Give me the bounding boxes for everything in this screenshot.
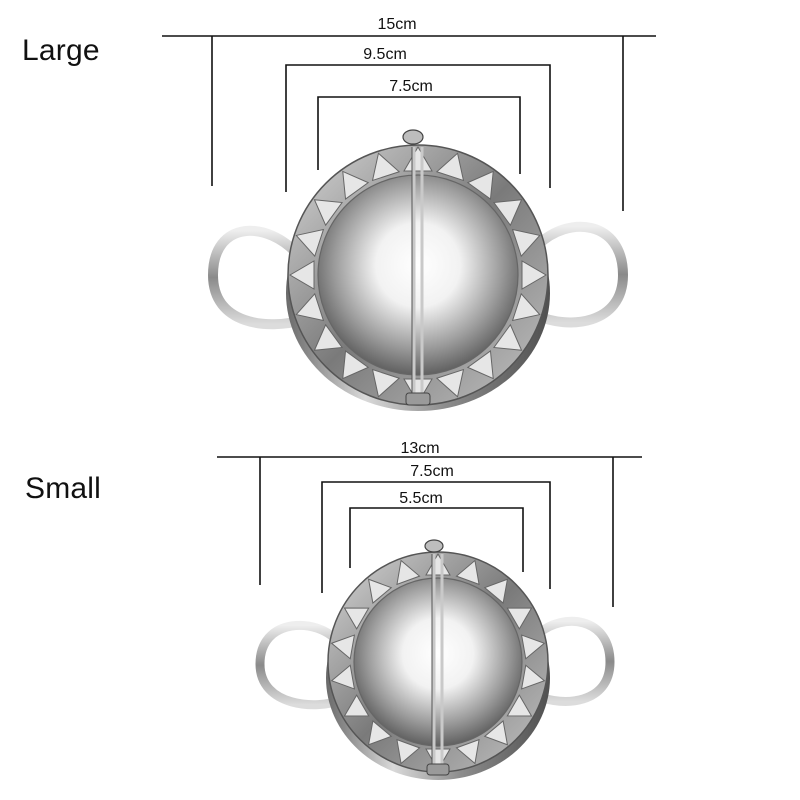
hinge-wire	[432, 554, 444, 764]
small-middle-dimension: 7.5cm	[410, 463, 454, 480]
left-handle	[207, 225, 308, 330]
small-dumpling-mold	[255, 539, 615, 780]
small-dimension-lines	[217, 456, 642, 607]
large-inner-dimension: 7.5cm	[389, 78, 433, 95]
small-outer-dimension: 13cm	[400, 440, 440, 457]
size-label-small: Small	[25, 472, 102, 505]
right-handle	[533, 616, 615, 706]
large-dimension-lines	[162, 35, 656, 211]
left-handle	[255, 620, 345, 710]
small-inner-dimension: 5.5cm	[399, 490, 443, 507]
large-dumpling-mold	[207, 129, 629, 411]
right-handle	[531, 221, 629, 328]
hinge-wire	[412, 147, 424, 393]
size-label-large: Large	[22, 34, 100, 67]
large-outer-dimension: 15cm	[377, 16, 417, 33]
large-middle-dimension: 9.5cm	[363, 46, 407, 63]
